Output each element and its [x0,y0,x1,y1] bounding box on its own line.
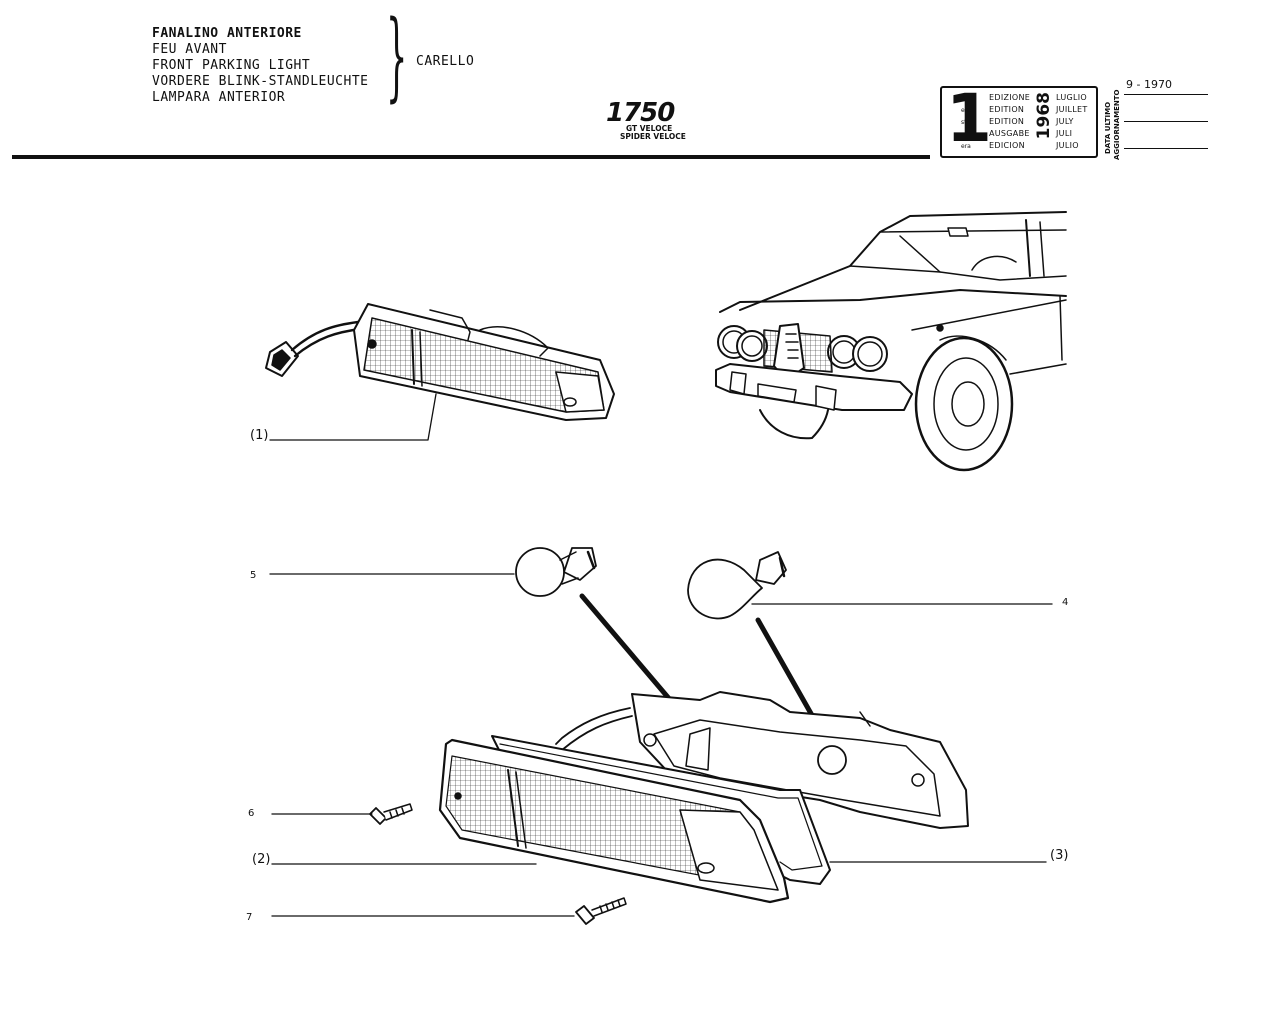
title-french: FEU AVANT [152,42,227,57]
edition-month: LUGLIO [1056,93,1088,102]
edition-month: JULI [1056,129,1073,138]
bulb-5 [515,547,597,597]
callout-2: (2) [252,852,271,867]
callout-3: (3) [1050,848,1069,863]
title-italian: FANALINO ANTERIORE [152,26,302,41]
title-spanish: LAMPARA ANTERIOR [152,90,286,105]
lamp-lens [438,738,790,904]
callout-1: (1) [250,428,269,443]
edition-box [940,86,1098,158]
edition-word: EDICION [989,141,1025,150]
edition-word: EDIZIONE [989,93,1031,102]
callout-5: 5 [250,570,257,581]
supplier-name: CARELLO [416,54,475,69]
edition-month: JULY [1056,117,1074,126]
edition-number: 1 [946,80,992,157]
update-line [1124,94,1208,95]
title-english: FRONT PARKING LIGHT [152,58,311,73]
model-number: 1750 [606,98,675,128]
callout-6: 6 [248,808,255,819]
header-rule [12,155,930,159]
edition-ordinal: a [961,95,965,102]
bulb-4 [687,551,787,620]
title-german: VORDERE BLINK-STANDLEUCHTE [152,74,369,89]
edition-word: AUSGABE [989,129,1030,138]
edition-month: JULIO [1056,141,1079,150]
leader-1 [269,393,437,441]
edition-word: EDITION [989,105,1025,114]
screw-7 [575,897,627,925]
brace-glyph: } [386,0,408,112]
update-line [1124,148,1208,149]
edition-ordinal: st [961,119,967,126]
update-line [1124,121,1208,122]
edition-word: EDITION [989,117,1025,126]
edition-ordinal: . [961,131,963,138]
car-illustration [715,211,1067,472]
model-variant-gt: GT VELOCE [626,124,673,133]
model-variant-spider: SPIDER VELOCE [620,132,686,141]
edition-ordinal: ere [961,107,971,114]
screw-6 [369,803,413,825]
assembled-lamp [265,303,615,421]
callout-7: 7 [246,912,253,923]
update-date: 9 - 1970 [1126,78,1172,91]
lamp-housing [555,691,969,829]
callout-4: 4 [1062,597,1069,608]
edition-ordinal: era [961,143,971,150]
edition-month: JUILLET [1056,105,1088,114]
